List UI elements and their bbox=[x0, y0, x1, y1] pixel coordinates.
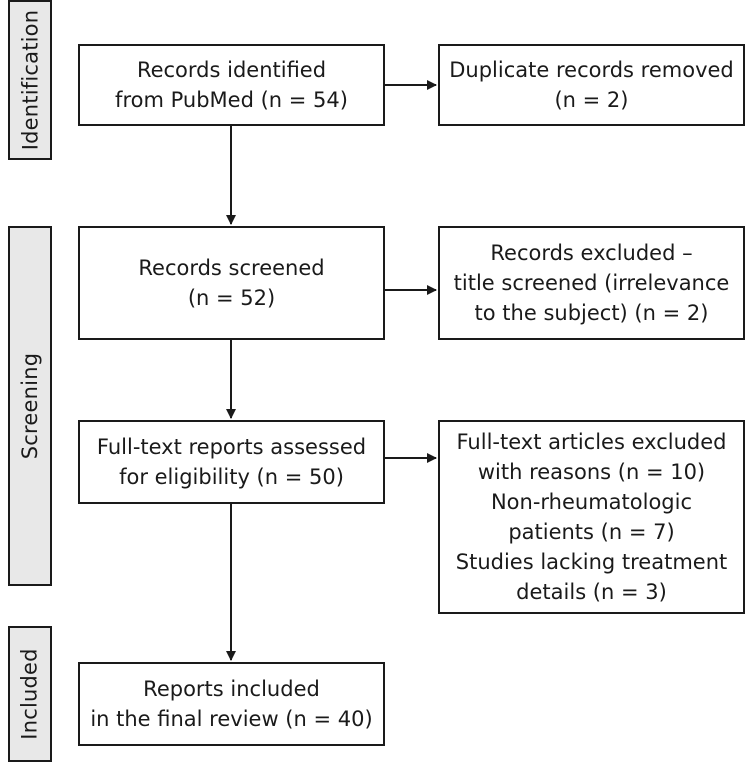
records-identified-box: Records identified from PubMed (n = 54) bbox=[78, 44, 385, 126]
box-line: in the final review (n = 40) bbox=[90, 707, 373, 731]
phase-label-identification: Identification bbox=[8, 0, 52, 160]
phase-label-screening: Screening bbox=[8, 226, 52, 586]
box-line: (n = 52) bbox=[187, 286, 276, 310]
box-line: details (n = 3) bbox=[516, 580, 667, 604]
fulltext-excluded-box: Full-text articles excluded with reasons… bbox=[438, 420, 745, 614]
reports-included-box: Reports included in the final review (n … bbox=[78, 662, 385, 746]
phase-included-text: Included bbox=[18, 648, 42, 740]
box-line: from PubMed (n = 54) bbox=[115, 88, 348, 112]
records-excluded-box: Records excluded – title screened (irrel… bbox=[438, 226, 745, 340]
box-line: Records excluded – bbox=[490, 241, 693, 265]
box-line: Full-text reports assessed bbox=[96, 435, 367, 459]
box-line: patients (n = 7) bbox=[508, 520, 675, 544]
duplicates-removed-box: Duplicate records removed (n = 2) bbox=[438, 44, 745, 126]
phase-label-included: Included bbox=[8, 626, 52, 762]
box-line: for eligibility (n = 50) bbox=[119, 465, 344, 489]
box-line: Duplicate records removed bbox=[449, 58, 734, 82]
box-line: Reports included bbox=[143, 677, 320, 701]
box-line: Non-rheumatologic bbox=[490, 490, 693, 514]
box-line: Full-text articles excluded bbox=[456, 430, 727, 454]
box-line: title screened (irrelevance bbox=[453, 271, 730, 295]
box-line: (n = 2) bbox=[554, 88, 629, 112]
box-line: Records identified bbox=[136, 58, 327, 82]
records-screened-box: Records screened (n = 52) bbox=[78, 226, 385, 340]
box-line: with reasons (n = 10) bbox=[477, 460, 706, 484]
box-line: to the subject) (n = 2) bbox=[474, 301, 709, 325]
box-line: Studies lacking treatment bbox=[455, 550, 728, 574]
box-line: Records screened bbox=[138, 256, 325, 280]
fulltext-assessed-box: Full-text reports assessed for eligibili… bbox=[78, 420, 385, 504]
phase-screening-text: Screening bbox=[18, 352, 43, 460]
phase-identification-text: Identification bbox=[18, 9, 42, 151]
